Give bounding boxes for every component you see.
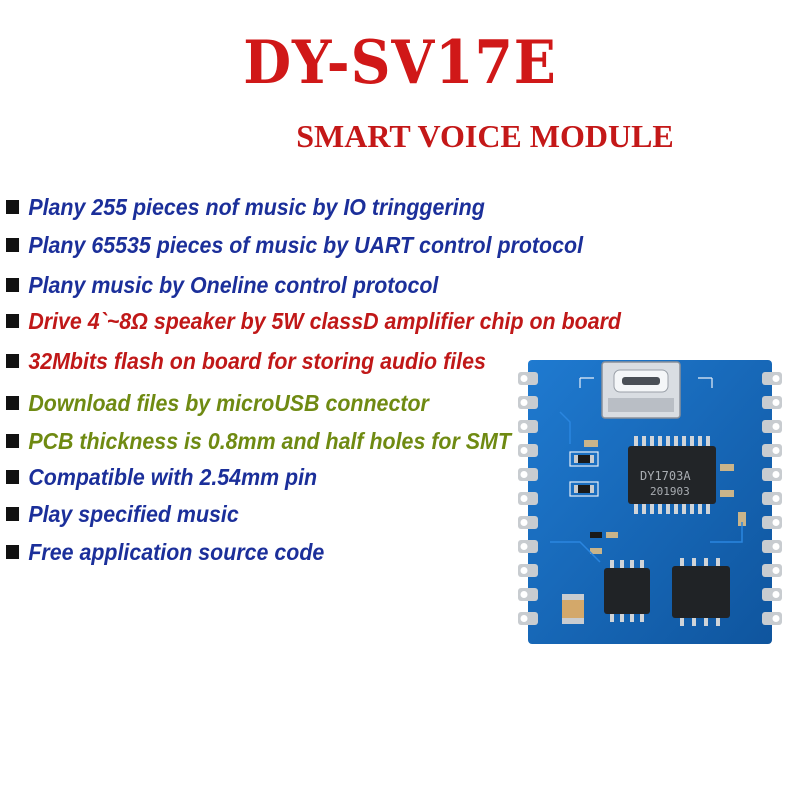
bullet-square-icon	[6, 314, 20, 328]
silkscreen-marks	[569, 377, 713, 497]
feature-text: Compatible with 2.54mm pin	[28, 463, 318, 490]
bullet-square-icon	[6, 354, 20, 368]
product-title: DY-SV17E	[243, 28, 557, 98]
pcb-traces	[550, 411, 743, 563]
feature-item: Drive 4`~8Ω speaker by 5W classD amplifi…	[6, 304, 621, 338]
flash-memory-chip	[672, 558, 730, 626]
bullet-square-icon	[6, 470, 20, 484]
bullet-square-icon	[6, 396, 20, 410]
chip-label-line2: 201903	[650, 485, 690, 498]
bullet-square-icon	[6, 507, 20, 521]
feature-item: Compatible with 2.54mm pin	[6, 460, 317, 494]
feature-text: Plany music by Oneline control protocol	[28, 271, 439, 298]
bullet-square-icon	[6, 278, 20, 292]
feature-text: PCB thickness is 0.8mm and half holes fo…	[28, 427, 511, 454]
smd-resistors	[574, 440, 746, 554]
chip-label-line1: DY1703A	[640, 469, 691, 483]
bullet-square-icon	[6, 434, 20, 448]
pcb-module-image: DY1703A 201903	[518, 360, 782, 644]
feature-text: Download files by microUSB connector	[28, 389, 429, 416]
amplifier-chip	[604, 560, 650, 622]
micro-usb-connector	[601, 361, 681, 419]
tantalum-capacitor	[562, 594, 584, 624]
feature-item: 32Mbits flash on board for storing audio…	[6, 344, 486, 378]
feature-text: Play specified music	[28, 500, 239, 527]
bullet-square-icon	[6, 545, 20, 559]
feature-text: 32Mbits flash on board for storing audio…	[28, 347, 486, 374]
feature-text: Drive 4`~8Ω speaker by 5W classD amplifi…	[28, 307, 621, 334]
feature-text: Plany 65535 pieces of music by UART cont…	[28, 231, 584, 258]
main-chip-dy1703a	[628, 436, 716, 514]
bullet-square-icon	[6, 238, 20, 252]
product-subtitle: SMART VOICE MODULE	[296, 118, 674, 154]
feature-item: Download files by microUSB connector	[6, 386, 429, 420]
right-pad-holes	[772, 375, 780, 622]
feature-item: Play specified music	[6, 497, 239, 531]
feature-item: PCB thickness is 0.8mm and half holes fo…	[6, 424, 511, 458]
bullet-square-icon	[6, 200, 20, 214]
feature-item: Free application source code	[6, 535, 324, 569]
feature-text: Free application source code	[28, 538, 325, 565]
left-pad-holes	[520, 375, 528, 622]
feature-item: Plany 65535 pieces of music by UART cont…	[6, 228, 583, 262]
right-castellated-pads	[762, 372, 782, 625]
feature-text: Plany 255 pieces nof music by IO tringge…	[28, 193, 485, 220]
feature-item: Plany 255 pieces nof music by IO tringge…	[6, 190, 485, 224]
feature-item: Plany music by Oneline control protocol	[6, 268, 438, 302]
